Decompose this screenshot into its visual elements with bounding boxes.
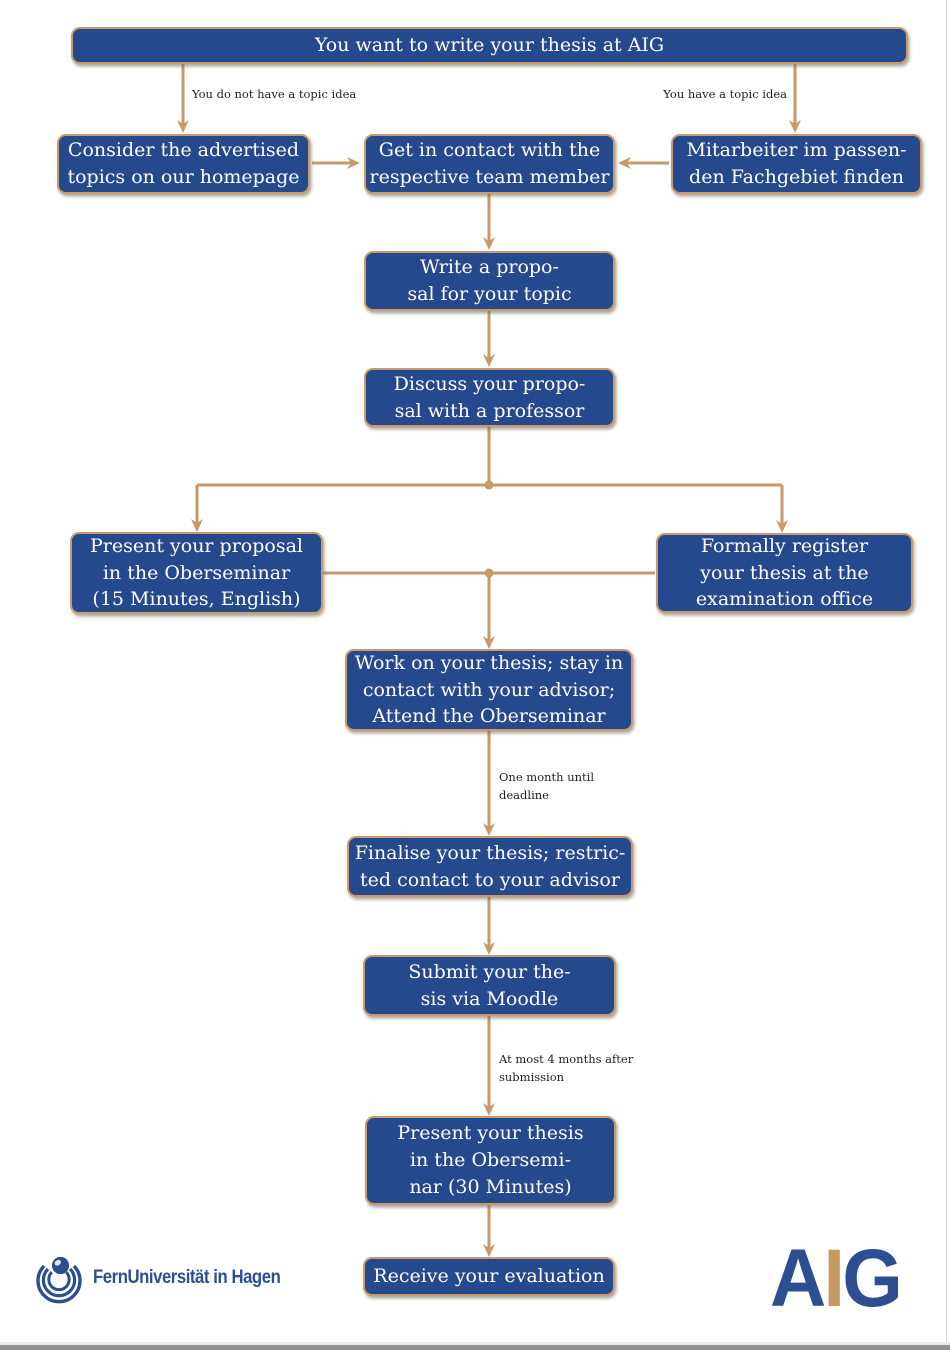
node-get-in-contact: Get in contact with the respective team … bbox=[364, 134, 615, 194]
page-bottom-edge-dark bbox=[0, 1345, 950, 1350]
edge-label-one-month: One month until deadline bbox=[499, 770, 595, 802]
node-start: You want to write your thesis at AIG bbox=[71, 27, 908, 64]
edge-label-no-topic-idea: You do not have a topic idea bbox=[192, 87, 357, 101]
edge-label-has-topic-idea: You have a topic idea bbox=[663, 87, 787, 101]
page-right-border bbox=[946, 0, 947, 1350]
fernuni-logo: FernUniversität in Hagen bbox=[33, 1252, 306, 1304]
node-mitarbeiter-finden: Mitarbeiter im passen- den Fachgebiet fi… bbox=[671, 134, 922, 194]
aig-logo: AIG bbox=[770, 1238, 903, 1320]
aig-logo-letter-i: I bbox=[823, 1233, 845, 1324]
node-write-proposal: Write a propo- sal for your topic bbox=[364, 251, 615, 311]
node-discuss-proposal: Discuss your propo- sal with a professor bbox=[364, 368, 615, 427]
node-work-on-thesis: Work on your thesis; stay in contact wit… bbox=[345, 649, 633, 731]
junction-dot-split bbox=[484, 480, 494, 490]
aig-logo-letter-g: G bbox=[842, 1233, 903, 1324]
junction-dot-join bbox=[484, 568, 494, 578]
fernuni-logo-mark bbox=[36, 1256, 82, 1304]
node-consider-topics: Consider the advertised topics on our ho… bbox=[57, 134, 310, 194]
node-register-thesis: Formally register your thesis at the exa… bbox=[656, 533, 913, 613]
node-present-proposal: Present your proposal in the Oberseminar… bbox=[70, 532, 323, 614]
edge-label-four-months: At most 4 months after submission bbox=[499, 1052, 634, 1084]
node-submit-thesis: Submit your the- sis via Moodle bbox=[363, 955, 616, 1016]
node-present-thesis: Present your thesis in the Obersemi- nar… bbox=[365, 1116, 616, 1205]
page-bottom-edge-light bbox=[0, 1342, 950, 1345]
node-receive-evaluation: Receive your evaluation bbox=[363, 1257, 615, 1296]
fernuni-logo-text: FernUniversität in Hagen bbox=[93, 1267, 281, 1288]
aig-logo-letter-a: A bbox=[770, 1233, 826, 1324]
node-finalise-thesis: Finalise your thesis; restric- ted conta… bbox=[347, 836, 633, 897]
